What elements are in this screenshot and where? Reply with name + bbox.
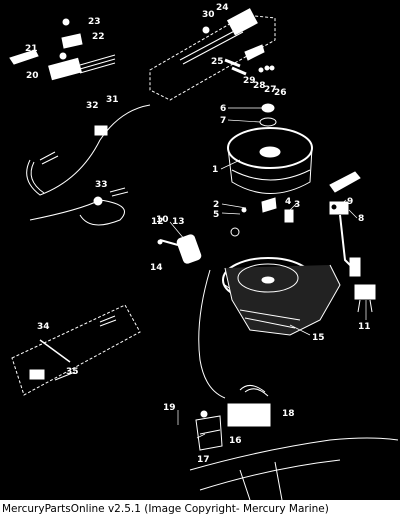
leader-lines xyxy=(169,107,367,439)
callout-9: 9 xyxy=(347,197,353,207)
part-6-nut xyxy=(259,103,277,127)
callout-14: 14 xyxy=(150,263,163,273)
callout-33: 33 xyxy=(95,180,108,190)
callout-30: 30 xyxy=(202,10,215,20)
callout-3: 3 xyxy=(294,200,300,210)
part-30-washer xyxy=(202,26,210,34)
part-24-harness-box xyxy=(149,8,276,101)
part-29-bracket xyxy=(244,44,275,73)
callout-8: 8 xyxy=(358,214,364,224)
callout-6: 6 xyxy=(220,104,226,114)
callout-17: 17 xyxy=(197,455,210,465)
image-caption: MercuryPartsOnline v2.5.1 (Image Copyrig… xyxy=(2,503,329,515)
exploded-view-drawing: 1 2 3 4 5 6 7 8 9 10 11 12 13 14 15 16 1… xyxy=(9,3,399,500)
callout-10: 10 xyxy=(156,215,169,225)
callout-24: 24 xyxy=(216,3,229,13)
callout-labels: 1 2 3 4 5 6 7 8 9 10 11 12 13 14 15 16 1… xyxy=(25,3,371,465)
callout-4: 4 xyxy=(285,197,291,207)
part-25-pin xyxy=(224,58,247,76)
callout-5: 5 xyxy=(213,210,219,220)
callout-7: 7 xyxy=(220,116,226,126)
spark-wire xyxy=(198,269,226,399)
part-20-terminal-block xyxy=(9,49,116,81)
callout-23: 23 xyxy=(88,17,101,27)
callout-1: 1 xyxy=(212,165,218,175)
callout-2: 2 xyxy=(213,200,219,210)
callout-25: 25 xyxy=(211,57,224,67)
callout-18: 18 xyxy=(282,409,295,419)
callout-15: 15 xyxy=(312,333,325,343)
engine-cover-edge xyxy=(189,437,399,500)
part-4-lead xyxy=(329,171,361,193)
part-18-switch-box xyxy=(227,385,271,427)
part-31-harness xyxy=(26,104,151,196)
callout-11: 11 xyxy=(358,322,371,332)
part-3-rectifier xyxy=(230,197,294,237)
callout-16: 16 xyxy=(229,436,242,446)
part-15-stator-plate xyxy=(222,257,341,336)
part-1-flywheel xyxy=(227,127,313,194)
callout-13: 13 xyxy=(172,217,185,227)
callout-34: 34 xyxy=(37,322,50,332)
part-10-coil xyxy=(157,234,202,264)
callout-27: 27 xyxy=(264,85,277,95)
part-22-clip xyxy=(61,18,83,49)
callout-20: 20 xyxy=(26,71,39,81)
callout-35: 35 xyxy=(66,367,79,377)
part-33-cable xyxy=(29,187,129,226)
part-34-lanyard-box xyxy=(11,304,141,396)
callout-19: 19 xyxy=(163,403,176,413)
callout-12: 12 xyxy=(151,217,164,227)
part-8-9-bracket xyxy=(329,201,361,277)
parts-diagram: 1 2 3 4 5 6 7 8 9 10 11 12 13 14 15 16 1… xyxy=(0,0,400,500)
callout-29: 29 xyxy=(243,76,256,86)
part-11-connector xyxy=(354,284,376,313)
callout-32: 32 xyxy=(86,101,99,111)
callout-28: 28 xyxy=(253,81,266,91)
callout-22: 22 xyxy=(92,32,105,42)
callout-31: 31 xyxy=(106,95,119,105)
callout-26: 26 xyxy=(274,88,287,98)
callout-21: 21 xyxy=(25,44,38,54)
part-16-bracket xyxy=(195,410,223,451)
